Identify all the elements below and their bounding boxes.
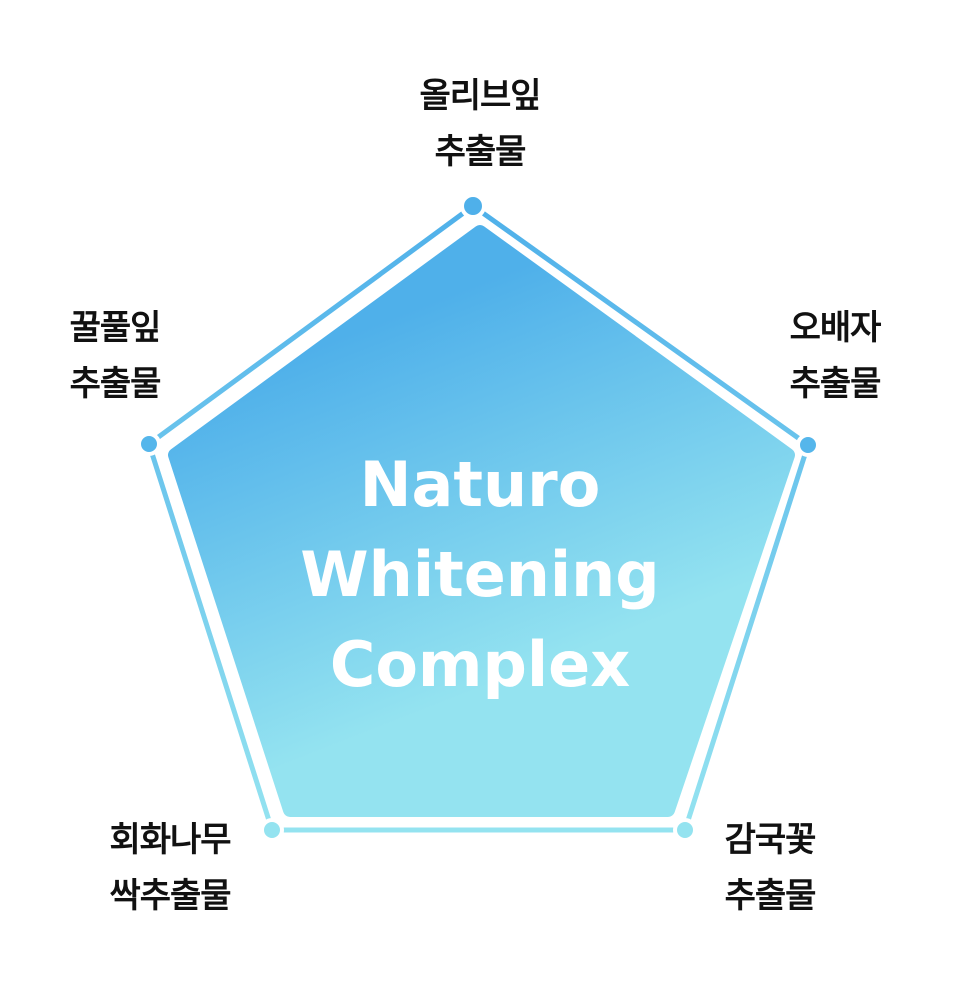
center-title: Naturo Whitening Complex	[280, 440, 680, 710]
node-dot-bottom-right	[673, 818, 697, 842]
label-line: 올리브잎	[419, 76, 541, 116]
label-line: 추출물	[69, 364, 162, 404]
label-line: 추출물	[789, 364, 882, 404]
node-label-bottom-right: 감국꽃 추출물	[690, 812, 850, 924]
node-label-top: 올리브잎 추출물	[380, 68, 580, 180]
node-dot-bottom-left	[260, 818, 284, 842]
node-label-left: 꿀풀잎 추출물	[35, 300, 195, 412]
label-line: 추출물	[724, 876, 817, 916]
label-line: 꿀풀잎	[69, 308, 162, 348]
label-line: 회화나무	[109, 820, 231, 860]
center-title-line: Whitening	[300, 538, 660, 611]
center-title-line: Naturo	[359, 448, 601, 521]
node-label-right: 오배자 추출물	[750, 300, 920, 412]
label-line: 추출물	[434, 132, 527, 172]
node-dot-right	[796, 433, 820, 457]
outer-pentagon-outline	[146, 202, 811, 833]
node-label-bottom-left: 회화나무 싹추출물	[90, 812, 250, 924]
inner-pentagon	[168, 225, 795, 817]
node-dot-top	[460, 193, 486, 219]
label-line: 오배자	[789, 308, 882, 348]
center-title-line: Complex	[329, 628, 631, 701]
label-line: 싹추출물	[109, 876, 231, 916]
node-dot-left	[137, 432, 161, 456]
label-line: 감국꽃	[724, 820, 817, 860]
